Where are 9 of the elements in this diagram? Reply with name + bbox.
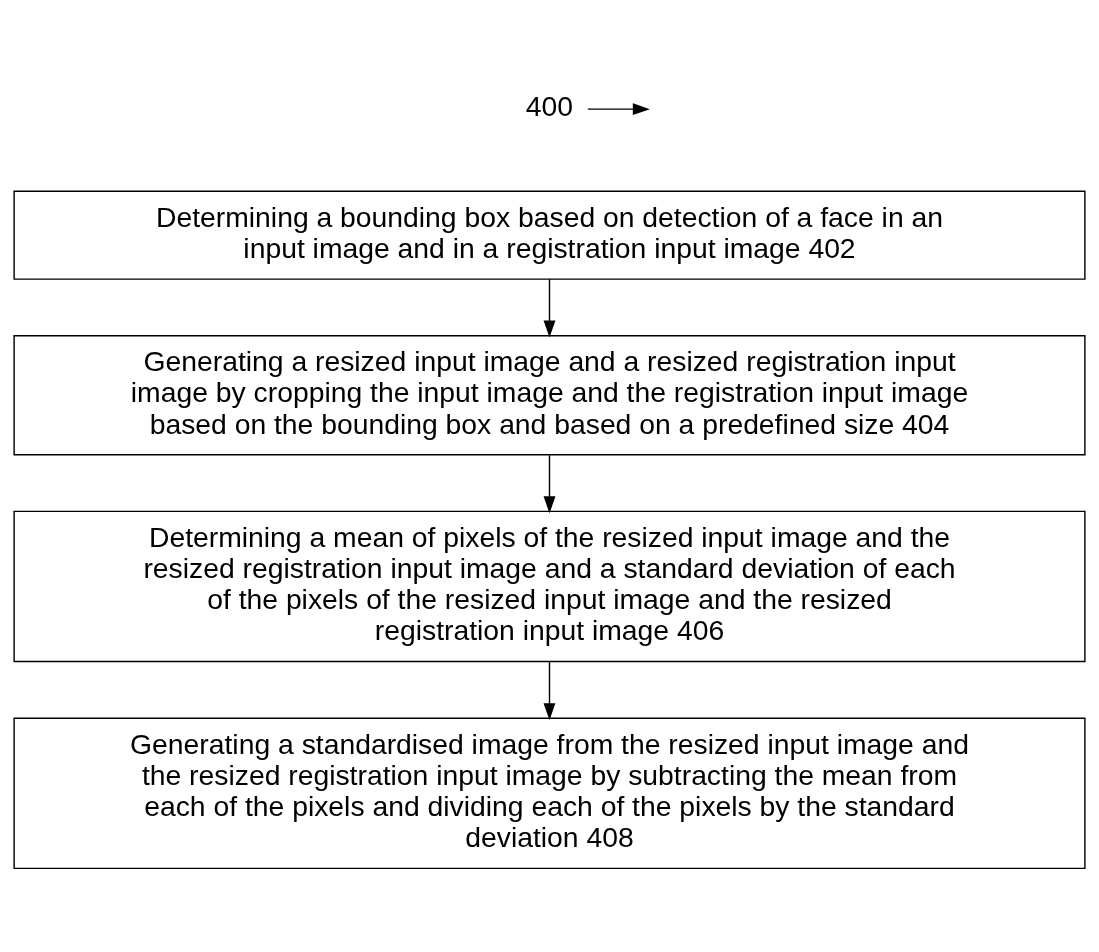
node-box: Generating a standardised image from the resized input image and the resized registration input image by subtracting the mean from each of the pixels and dividing each of the pixels by the standard deviation 408 [13, 717, 1086, 870]
node-text: 400 [525, 90, 574, 123]
arrow [543, 661, 556, 721]
arrow [543, 278, 556, 338]
node-box: Generating a resized input image and a resized registration input image by cropping the input image and the registration input image based on the bounding box and based on a predefined size 404 [13, 335, 1086, 456]
node-box: Determining a mean of pixels of the resized input image and the resized registration input image and a standard deviation of each of the pixels of the resized input image and the resized registration input image 406 [13, 510, 1086, 663]
arrow [543, 454, 556, 514]
arrow [587, 103, 650, 116]
node-box: Determining a bounding box based on detection of a face in an input image and in a registration input image 402 [13, 190, 1086, 280]
